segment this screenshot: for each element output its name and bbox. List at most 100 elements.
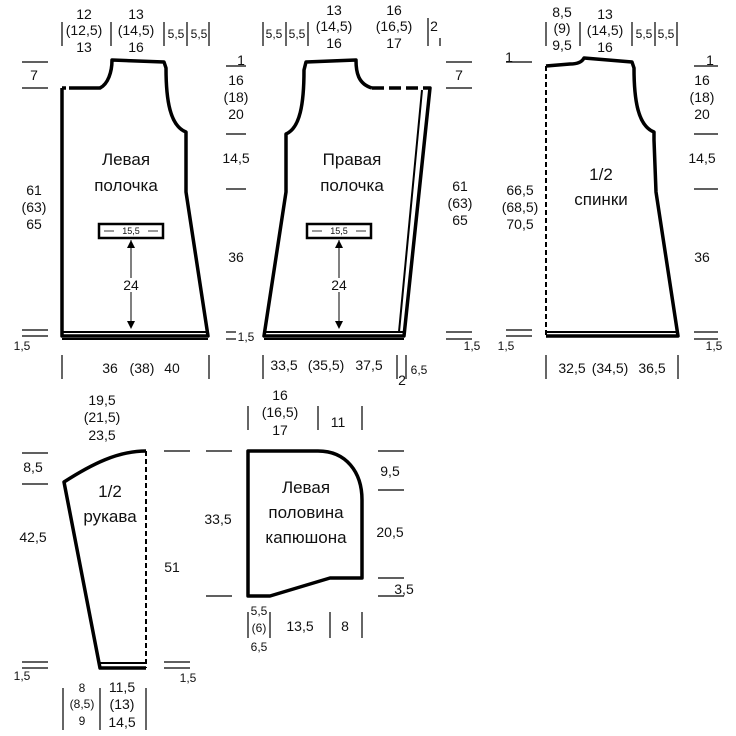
back-top-b-1: 13 [597,6,613,22]
back-top-b-3: 16 [597,39,613,55]
rf-top-ticks [262,18,441,46]
back-title-2: спинки [574,190,628,209]
back-right-ticks [694,65,718,340]
sleeve-top-3: 23,5 [88,427,115,443]
rf-band-w: 2 [398,372,406,388]
lf-armhole-2: (18) [224,89,249,105]
sleeve-bottom-b-1: 11,5 [109,679,135,695]
hood-top-a-2: (16,5) [262,404,299,420]
sleeve-bottom-b-3: 14,5 [108,714,135,730]
right-front-outline [262,58,432,338]
left-front-pocket [97,222,165,240]
lf-top-b-1: 13 [128,6,144,22]
sleeve-hem-left: 1,5 [14,669,31,683]
hood-title-1: Левая [282,478,330,497]
lf-top-ticks [61,22,210,46]
hood-right-bot: 3,5 [394,581,414,597]
hood-ticks [206,406,404,638]
back-armhole-1: 16 [694,72,710,88]
left-front-arrow-up [127,240,135,248]
back-hem-left: 1,5 [498,339,515,353]
back-height-2: (68,5) [502,199,539,215]
rf-bottom-1: 33,5 [270,357,297,373]
lf-bottom-3: 40 [164,360,180,376]
hood-top-a-1: 16 [272,387,288,403]
lf-neck-depth: 7 [30,67,38,83]
back-hem-right: 1,5 [706,339,723,353]
rf-top-d-1: 16 [386,2,402,18]
rf-bottom-ticks [262,355,407,379]
rf-top-c-3: 16 [326,35,342,51]
lf-top-d: 5,5 [191,27,208,41]
rf-top-b: 5,5 [289,27,306,41]
back-bottom-1: 32,5 [558,360,585,376]
left-front-piece: Левая полочка 15,5 24 12 (12,5) 13 13 (1… [14,6,255,379]
back-piece: 1/2 спинки 8,5 (9) 9,5 13 (14,5) 16 5,5 … [498,4,723,379]
hood-bottom-c: 8 [341,618,349,634]
lf-top-b-2: (14,5) [118,22,155,38]
rf-bottom-2: (35,5) [308,357,345,373]
back-title-1: 1/2 [589,165,613,184]
rf-top-c-2: (14,5) [316,18,353,34]
lf-top-a-3: 13 [76,39,92,55]
rf-arrow-mask [328,278,350,292]
lf-shoulder-drop: 1 [237,52,245,68]
hood-outline [246,449,364,598]
sleeve-top-2: (21,5) [84,409,121,425]
rf-top-c-1: 13 [326,2,342,18]
left-front-arrow-mask [120,278,142,292]
rf-top-d-2: (16,5) [376,18,413,34]
sleeve-piece: 1/2 рукава 19,5 (21,5) 23,5 8,5 42,5 51 … [14,392,197,730]
back-bottom-2: (34,5) [592,360,629,376]
back-top-a-3: 9,5 [552,37,572,53]
left-front-arrow-down [127,321,135,329]
right-front-title-1: Правая [323,150,382,169]
hood-top-a-3: 17 [272,422,288,438]
back-outline [545,56,680,338]
rf-top-a: 5,5 [266,27,283,41]
hood-right-mid: 20,5 [376,524,403,540]
rf-neck-depth: 7 [455,67,463,83]
right-front-pocket-height: 24 [331,277,347,293]
back-bottom-3: 36,5 [638,360,665,376]
hood-bottom-a-1: 5,5 [251,604,268,618]
back-top-a-1: 8,5 [552,4,572,20]
hood-bottom-a-3: 6,5 [251,640,268,654]
rf-hem-right: 1,5 [464,339,481,353]
lf-top-a-1: 12 [76,6,92,22]
hood-title-2: половина [268,503,344,522]
left-front-title-2: полочка [94,176,158,195]
hood-bottom-a-2: (6) [252,621,267,635]
left-front-outline [60,58,210,338]
rf-band-w2: 6,5 [411,363,428,377]
hood-top-b: 11 [331,414,346,430]
sleeve-outline [62,449,147,670]
sleeve-bottom-b-2: (13) [110,696,135,712]
back-top-d: 5,5 [658,27,675,41]
left-front-pocket-width: 15,5 [122,226,140,236]
sleeve-ticks [22,450,190,730]
lf-height-1: 61 [26,182,42,198]
rf-top-d-3: 17 [386,35,402,51]
lf-hem-right: 1,5 [238,330,255,344]
lf-height-2: (63) [22,199,47,215]
lf-hem-left: 1,5 [14,339,31,353]
lf-armhole-3: 20 [228,106,244,122]
rf-arrow-up [335,240,343,248]
rf-bottom-3: 37,5 [355,357,382,373]
hood-left-h: 33,5 [204,511,231,527]
rf-height-1: 61 [452,178,468,194]
lf-side-lower: 36 [228,249,244,265]
rf-right-ticks [446,61,472,340]
lf-bottom-2: (38) [130,360,155,376]
sleeve-cap-h: 8,5 [23,459,43,475]
back-bottom-ticks [545,355,679,379]
lf-top-a-2: (12,5) [66,22,103,38]
hood-piece: Левая половина капюшона 16 (16,5) 17 11 … [204,387,414,654]
rf-top-e: 2 [430,18,438,34]
right-front-pocket-width: 15,5 [330,226,348,236]
right-front-title-2: полочка [320,176,384,195]
lf-top-b-3: 16 [128,39,144,55]
